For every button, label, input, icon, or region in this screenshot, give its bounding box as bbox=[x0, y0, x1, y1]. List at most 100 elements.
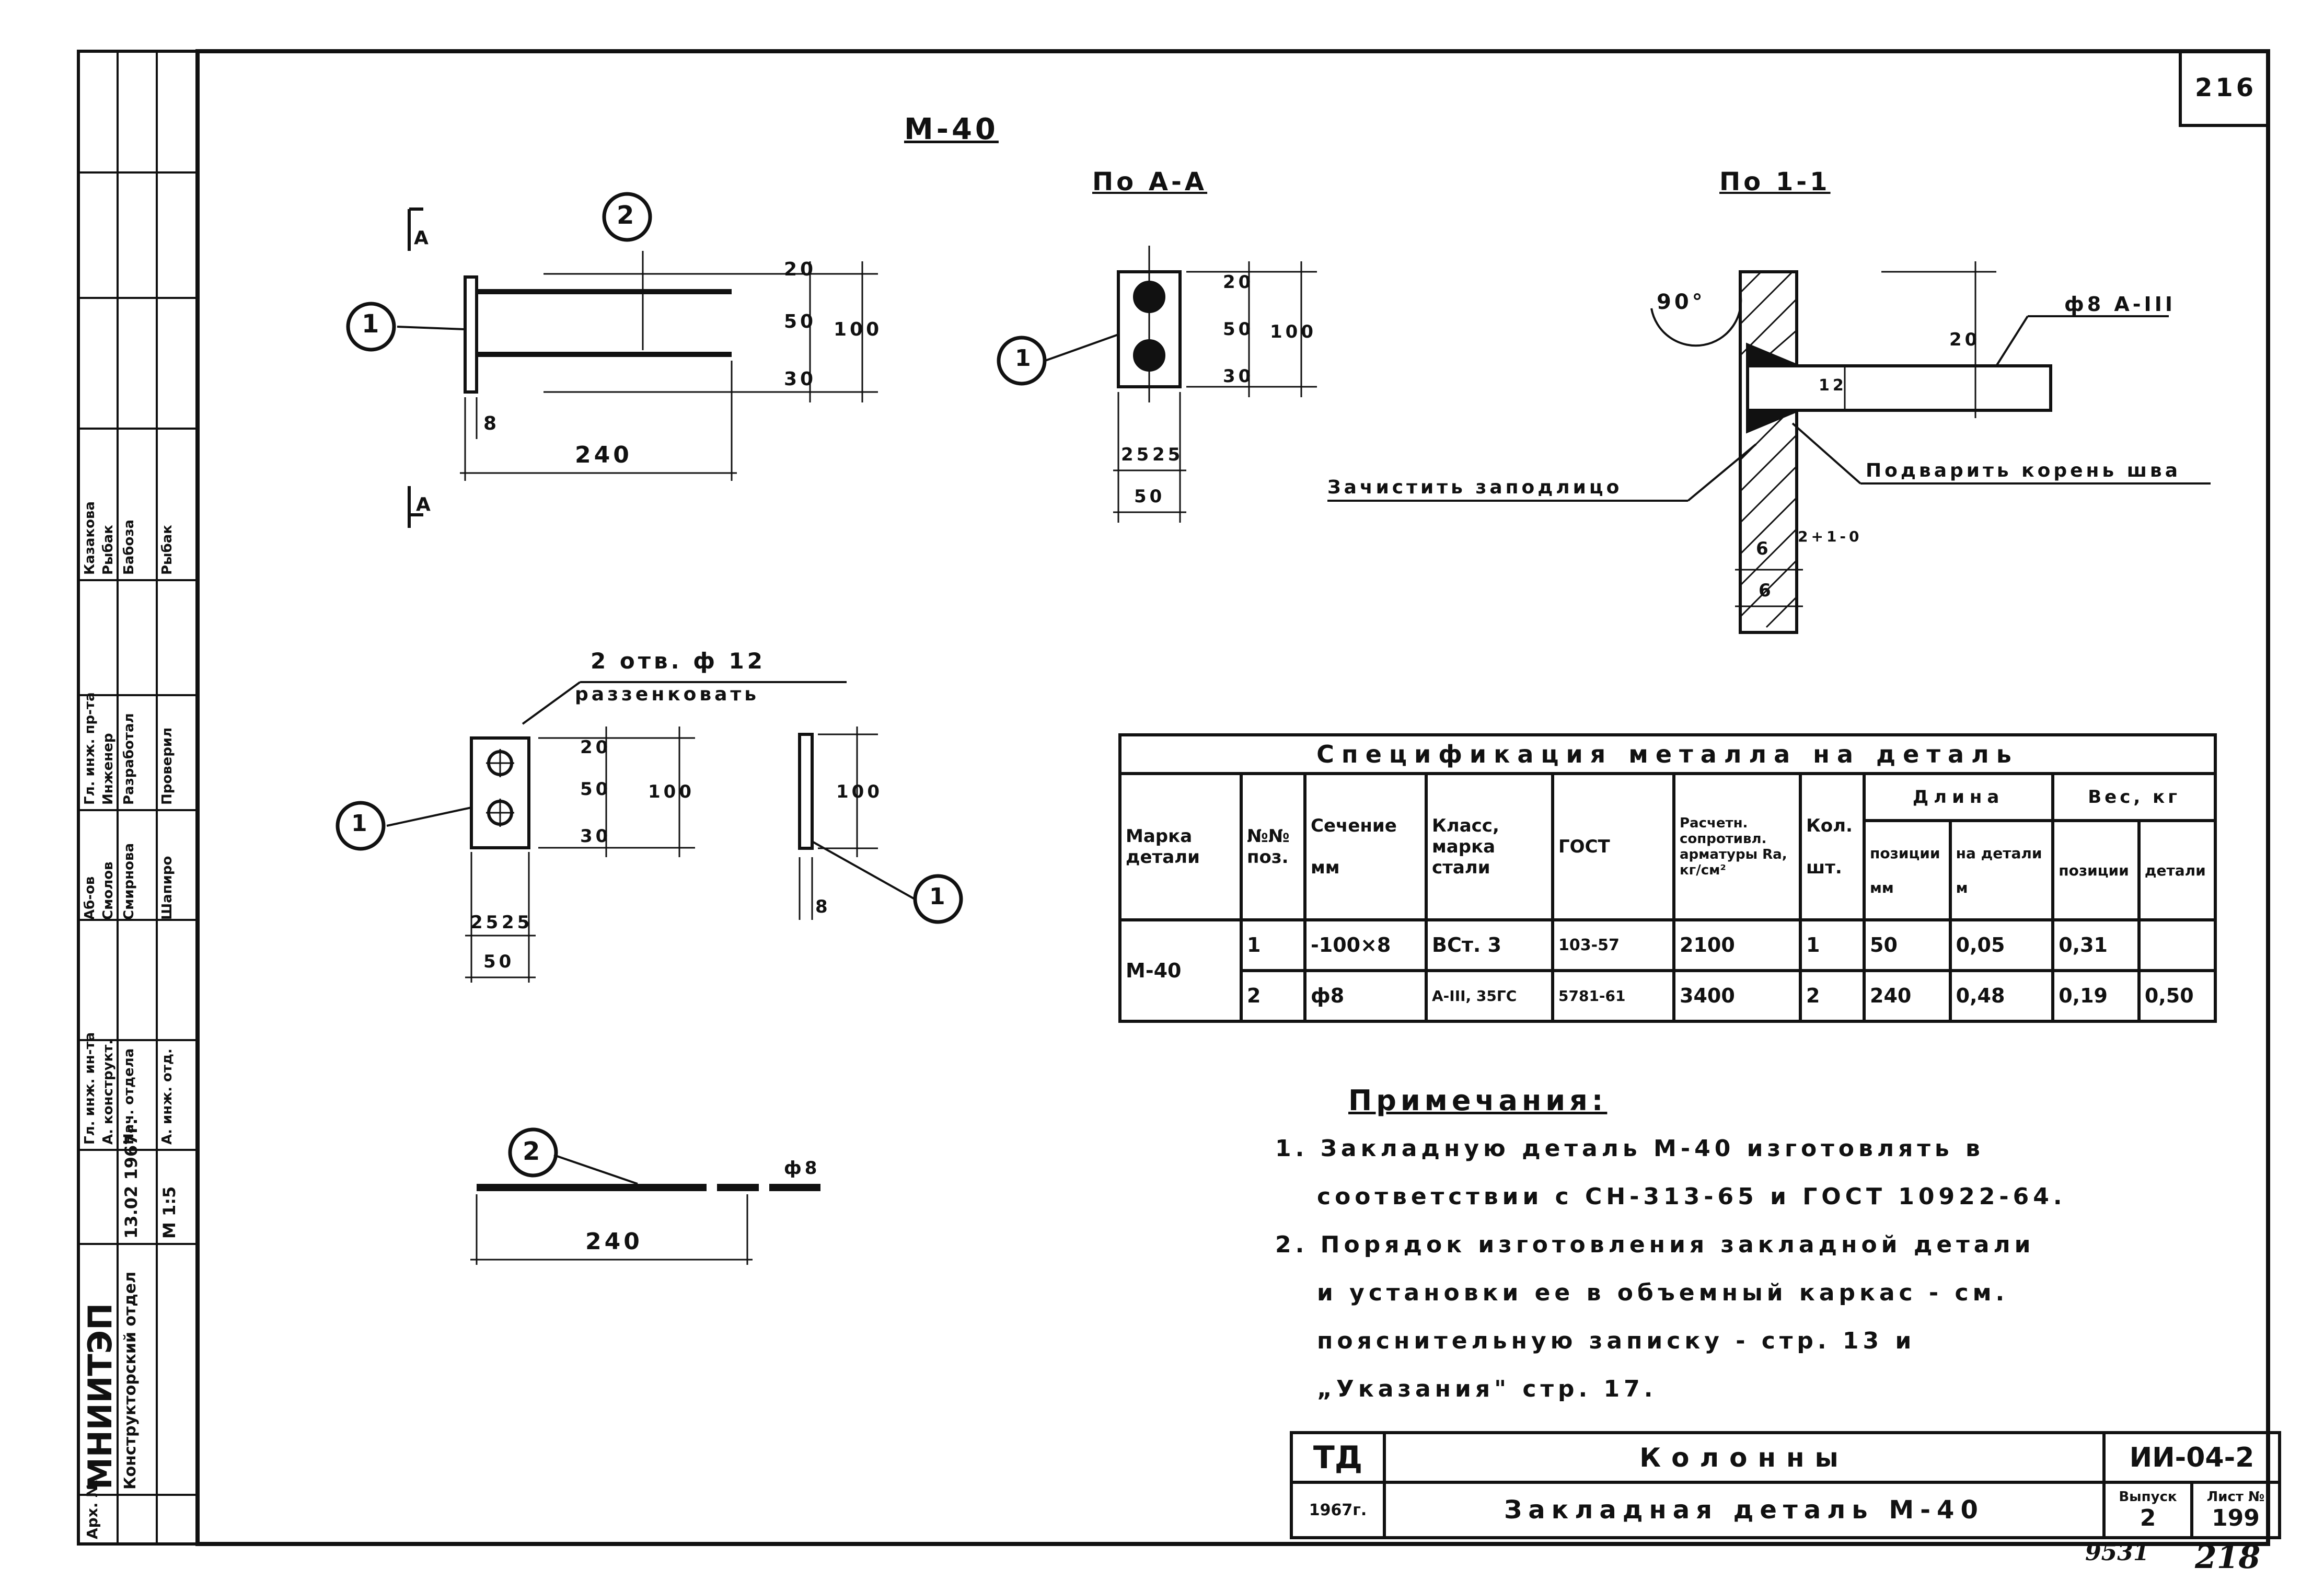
spec-table: Спецификация металла на деталь Марка дет… bbox=[1118, 733, 2217, 1023]
tb-sheet-label: Лист № bbox=[2206, 1489, 2265, 1505]
dim-8: 8 bbox=[483, 413, 500, 434]
stamp-role: Нач. отдела bbox=[121, 1048, 137, 1145]
note-item: 2. Порядок изготовления закладной детали… bbox=[1275, 1221, 2066, 1413]
view-aa-title: По А-А bbox=[1092, 167, 1208, 197]
spec-h-w-pos: позиции bbox=[2051, 819, 2141, 921]
spec-h-gost: ГОСТ bbox=[1551, 772, 1675, 921]
spec-cell-len-det: 0,48 bbox=[1948, 969, 2055, 1023]
plate-dim-50w: 50 bbox=[483, 951, 515, 972]
spec-cell-gost: 5781-61 bbox=[1551, 969, 1675, 1023]
stamp-name: Смолов bbox=[100, 861, 116, 920]
spec-cell-w-pos: 0,19 bbox=[2051, 969, 2141, 1023]
plate-holes-note: 2 отв. ф 12 bbox=[591, 648, 766, 674]
spec-row: М-40 1 -100×8 ВСт. 3 103-57 2100 1 50 0,… bbox=[1118, 918, 2217, 1023]
spec-h-len-pos-unit: мм bbox=[1870, 879, 1894, 896]
aa-dim-30: 30 bbox=[1223, 366, 1254, 387]
spec-cell-class: А-III, 35ГС bbox=[1425, 969, 1554, 1023]
bar-diameter: ф8 bbox=[784, 1158, 820, 1179]
sheet-number: 216 bbox=[2195, 73, 2257, 102]
plate-view bbox=[336, 681, 963, 983]
weld-angle: 90° bbox=[1657, 290, 1706, 314]
spec-cell-ra: 3400 bbox=[1672, 969, 1802, 1023]
spec-h-class-unit: стали bbox=[1432, 857, 1490, 878]
stamp-role: Разработал bbox=[121, 713, 137, 805]
weld-note-right: Подварить корень шва bbox=[1866, 460, 2181, 481]
dim-240: 240 bbox=[575, 442, 632, 468]
stamp-role: А. конструкт. bbox=[100, 1039, 116, 1145]
spec-h-len-det-unit: м bbox=[1956, 879, 1968, 896]
position-label-2: 2 bbox=[617, 201, 638, 230]
spec-mark-value: М-40 bbox=[1118, 918, 1243, 1023]
plate-dim-50: 50 bbox=[580, 779, 611, 800]
stamp-role: Проверил bbox=[159, 727, 175, 805]
stamp-role: Гл. инж. ин-та bbox=[82, 1032, 98, 1145]
spec-h-resist: Расчетн. сопротивл. арматуры Ra, кг/см² bbox=[1672, 772, 1802, 921]
tb-name2: Закладная деталь М-40 bbox=[1383, 1481, 2106, 1539]
spec-title: Спецификация металла на деталь bbox=[1118, 733, 2217, 775]
note-num: 1. bbox=[1275, 1135, 1309, 1162]
side-label-1: 1 bbox=[929, 883, 949, 910]
weld-tolerance: 2+1-0 bbox=[1798, 528, 1863, 545]
spec-cell-len-pos: 240 bbox=[1863, 969, 1952, 1023]
aa-dim-25b: 25 bbox=[1152, 444, 1184, 465]
notes-title: Примечания: bbox=[1348, 1084, 1608, 1117]
plate-label-1: 1 bbox=[351, 810, 371, 837]
spec-cell-len-pos: 50 bbox=[1863, 918, 1952, 972]
stamp-role: Гл. инж. пр-та bbox=[82, 692, 98, 805]
stamp-name: Аб-ов bbox=[82, 876, 98, 920]
spec-cell-len-det: 0,05 bbox=[1948, 918, 2055, 972]
spec-h-qty-label: Кол. bbox=[1806, 815, 1853, 836]
stamp-institute: МНИИТЭП bbox=[81, 1302, 119, 1490]
spec-h-mark: Марка детали bbox=[1118, 772, 1243, 921]
view-aa bbox=[997, 246, 1317, 523]
spec-h-section-label: Сечение bbox=[1311, 815, 1397, 836]
spec-cell-pos: 1 bbox=[1240, 918, 1306, 972]
aa-label-1: 1 bbox=[1015, 345, 1034, 372]
handwritten-number-1: 9531 bbox=[2085, 1539, 2149, 1566]
side-dim-8: 8 bbox=[815, 896, 831, 917]
tb-issue-value: 2 bbox=[2140, 1504, 2156, 1531]
bar-view bbox=[470, 1127, 820, 1265]
plate-dim-100: 100 bbox=[648, 781, 695, 802]
notes-block: Примечания: 1. Закладную деталь М-40 изг… bbox=[1275, 1077, 2066, 1413]
plate-countersink-note: раззенковать bbox=[575, 684, 760, 705]
position-label-1: 1 bbox=[362, 309, 383, 339]
spec-cell-qty: 1 bbox=[1799, 918, 1866, 972]
spec-h-len-det-label: на детали bbox=[1956, 844, 2042, 862]
spec-h-qty: Кол.шт. bbox=[1799, 772, 1866, 921]
tb-code: ИИ-04-2 bbox=[2102, 1431, 2281, 1484]
aa-dim-50: 50 bbox=[1223, 319, 1254, 340]
stamp-name: Рыбак bbox=[159, 525, 175, 575]
aa-dim-100: 100 bbox=[1270, 321, 1316, 342]
stamp-arch: Арх. № bbox=[84, 1480, 101, 1539]
note-item: 1. Закладную деталь М-40 изготовлять в с… bbox=[1275, 1125, 2066, 1221]
spec-h-pos: №№ поз. bbox=[1240, 772, 1306, 921]
stamp-scale: М 1:5 bbox=[159, 1186, 179, 1239]
dim-30: 30 bbox=[784, 368, 817, 390]
aa-dim-20: 20 bbox=[1223, 272, 1254, 293]
note-line: Закладную деталь М-40 изготовлять в bbox=[1320, 1135, 1984, 1162]
stamp-name: Рыбак bbox=[100, 525, 116, 575]
bar-label-2: 2 bbox=[523, 1137, 544, 1166]
spec-h-class-label: Класс, марка bbox=[1432, 815, 1499, 857]
spec-cell-section: -100×8 bbox=[1303, 918, 1428, 972]
note-line: „Указания" стр. 17. bbox=[1317, 1376, 1657, 1402]
spec-cell-class: ВСт. 3 bbox=[1425, 918, 1554, 972]
note-line: соответствии с СН-313-65 и ГОСТ 10922-64… bbox=[1317, 1183, 2066, 1210]
spec-row: 2 ф8 А-III, 35ГС 5781-61 3400 2 240 0,48… bbox=[1120, 969, 2217, 1023]
dim-50: 50 bbox=[784, 311, 817, 332]
handwritten-number-2: 218 bbox=[2195, 1539, 2261, 1576]
stamp-name: Смирнова bbox=[121, 843, 137, 920]
section-mark-bottom: А bbox=[416, 494, 434, 515]
note-line: и установки ее в объемный каркас - см. bbox=[1317, 1279, 2009, 1306]
stamp-role: Инженер bbox=[100, 733, 116, 805]
weld-dim-20: 20 bbox=[1949, 329, 1981, 350]
spec-h-len-det: на детали м bbox=[1948, 819, 2055, 921]
weld-dim-6a: 6 bbox=[1756, 538, 1772, 559]
weld-dim-6b: 6 bbox=[1759, 580, 1774, 601]
